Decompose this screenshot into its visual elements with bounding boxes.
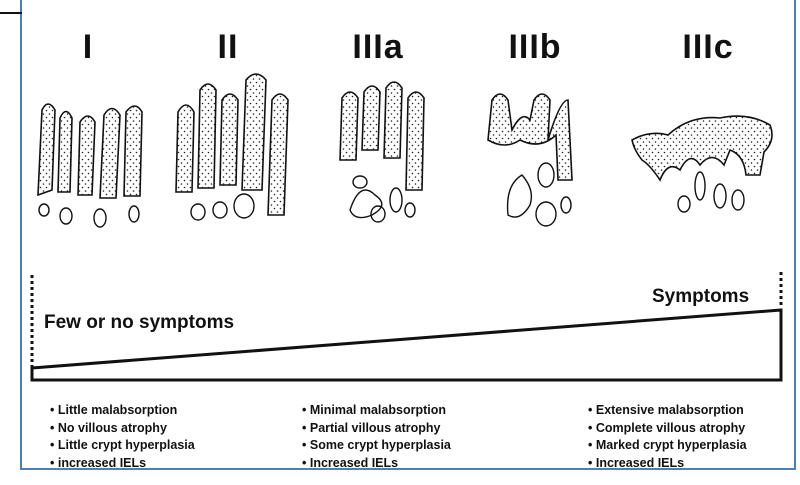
stage-3c-villi bbox=[632, 116, 772, 180]
stage-1-villi bbox=[38, 104, 142, 198]
column-1-item: Little crypt hyperplasia bbox=[50, 437, 195, 455]
column-1-item: increased IELs bbox=[50, 455, 195, 473]
stage-3a-villi bbox=[340, 82, 424, 190]
column-3-item: Extensive malabsorption bbox=[588, 402, 747, 420]
symptoms-label: Symptoms bbox=[652, 286, 749, 308]
stage-3b-villi bbox=[488, 94, 572, 180]
column-1-item: No villous atrophy bbox=[50, 420, 195, 438]
column-2-item: Increased IELs bbox=[302, 455, 451, 473]
column-3-item: Marked crypt hyperplasia bbox=[588, 437, 747, 455]
column-3-list: Extensive malabsorption Complete villous… bbox=[588, 402, 747, 472]
stage-2-crypts bbox=[191, 194, 254, 220]
stage-1-crypts bbox=[39, 204, 139, 227]
column-3-item: Complete villous atrophy bbox=[588, 420, 747, 438]
column-3-item: Increased IELs bbox=[588, 455, 747, 473]
column-2-list: Minimal malabsorption Partial villous at… bbox=[302, 402, 451, 472]
column-2-item: Minimal malabsorption bbox=[302, 402, 451, 420]
stage-3c-crypts bbox=[678, 172, 744, 212]
column-2-item: Some crypt hyperplasia bbox=[302, 437, 451, 455]
column-1-item: Little malabsorption bbox=[50, 402, 195, 420]
column-1-list: Little malabsorption No villous atrophy … bbox=[50, 402, 195, 472]
column-2-item: Partial villous atrophy bbox=[302, 420, 451, 438]
stage-2-villi bbox=[176, 74, 288, 215]
stage-3a-crypts bbox=[350, 176, 415, 222]
few-symptoms-label: Few or no symptoms bbox=[44, 312, 234, 334]
